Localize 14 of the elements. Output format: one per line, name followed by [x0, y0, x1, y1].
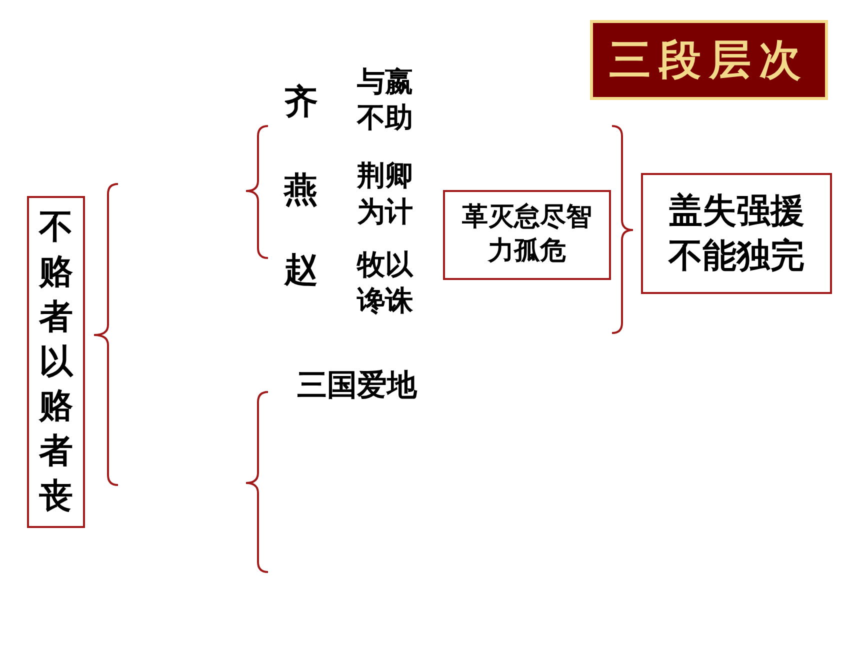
node-text: 不赂者以赂者丧	[39, 206, 73, 518]
text-label: 牧以谗诛	[357, 247, 414, 320]
text-label: 荆卿为计	[357, 158, 414, 230]
text-label: 赵	[284, 249, 319, 292]
text-box	[443, 190, 611, 280]
text-box	[27, 196, 85, 528]
text-label: 齐	[284, 81, 319, 124]
text-label: 燕	[284, 169, 319, 212]
text-label: 与嬴不助	[357, 64, 414, 136]
text-box	[641, 173, 832, 294]
title-banner: 三段层次	[590, 20, 828, 100]
node-text: 盖失强援不能独完	[667, 190, 806, 278]
text-label: 三国爱地	[297, 367, 418, 405]
node-text: 革灭怠尽智力孤危	[461, 201, 593, 268]
